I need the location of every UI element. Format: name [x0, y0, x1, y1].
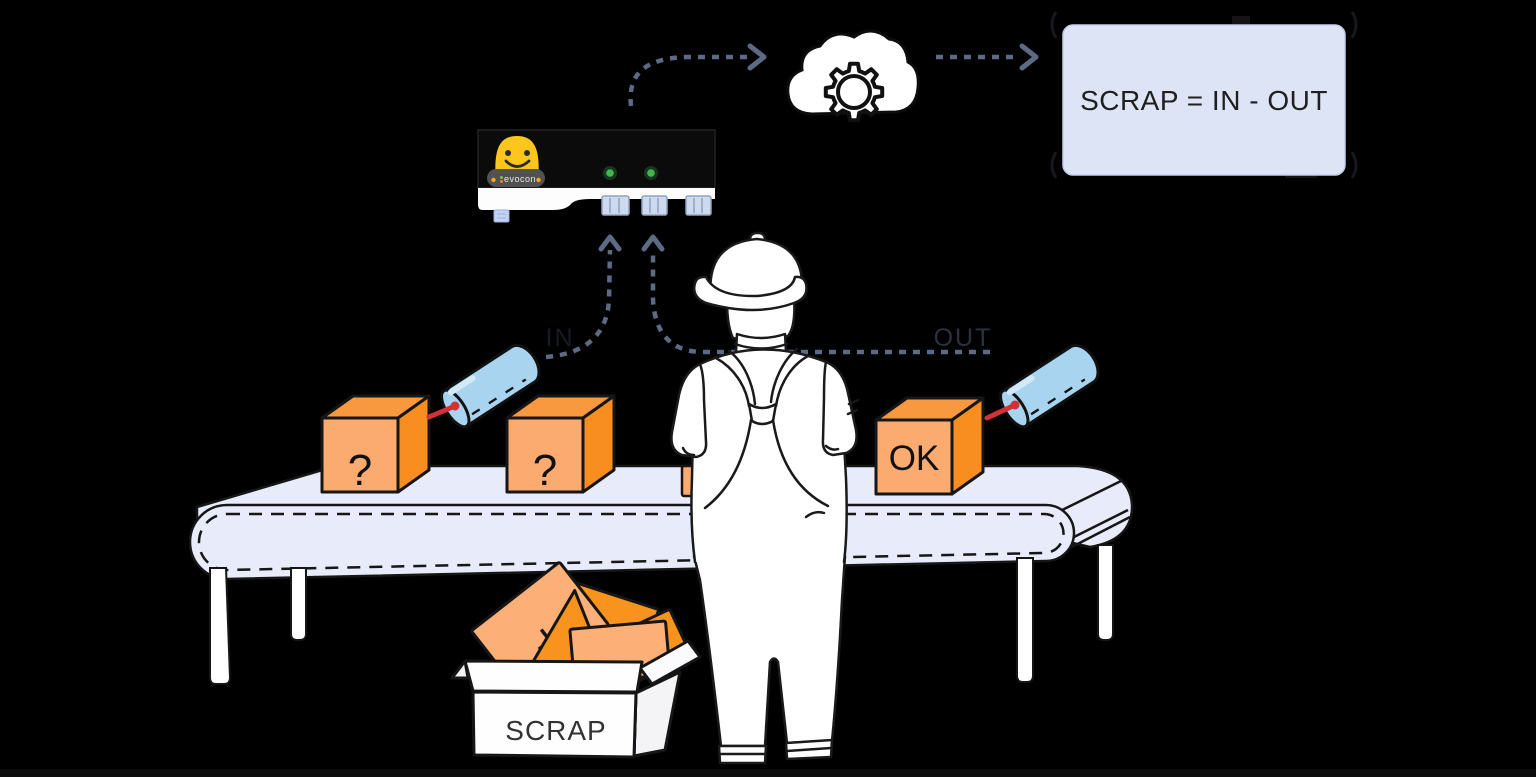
scrap-label: SCRAP: [505, 715, 606, 746]
evocon-mascot-icon: evocon: [487, 136, 545, 187]
laser-beam-in: [426, 401, 460, 420]
conveyor-legs: [209, 544, 1114, 685]
hard-hat: [692, 231, 808, 312]
worker-left-arm: [670, 362, 708, 459]
device-ports: [601, 195, 712, 216]
cardboard-box: [450, 639, 702, 759]
scrap-box: SCRAP: [450, 561, 702, 759]
arrowhead-icon: [641, 234, 665, 252]
box-out-ok: OK: [874, 396, 985, 496]
worker-right-arm: [821, 360, 858, 457]
laser-beam-out: [984, 400, 1020, 421]
trouser-cuffs: [717, 738, 834, 765]
device-base: [478, 188, 715, 210]
tv-screen: SCRAP = IN - OUT: [1050, 11, 1358, 179]
screen-panel: [1062, 24, 1346, 176]
worker-legs: [692, 554, 847, 748]
arrowhead-icon: [747, 43, 767, 71]
box-in-2: ?: [505, 394, 616, 495]
arrow-device-to-cloud: [628, 54, 752, 107]
box-mark: OK: [889, 439, 940, 478]
device-tab: [493, 209, 510, 223]
arrowhead-icon: [598, 234, 622, 252]
sensor-out: [999, 343, 1100, 429]
formula-text: SCRAP = IN - OUT: [1080, 85, 1328, 116]
floor-strip: [0, 769, 1536, 777]
conveyor-band: [188, 503, 1076, 581]
gear-icon: [823, 61, 885, 123]
label-out: OUT: [934, 324, 993, 352]
screen-motion-marks: [1050, 11, 1358, 179]
data-flow-arrows: [545, 43, 1039, 360]
arrow-sensor-out-to-device: [650, 250, 990, 355]
box-mark: ?: [533, 446, 557, 495]
worker-torso: [691, 349, 847, 562]
worker: [670, 231, 860, 765]
cloud-icon: [786, 29, 920, 123]
status-led-icon: [603, 166, 658, 180]
label-in: IN: [546, 324, 575, 352]
box-mark: ?: [348, 446, 372, 495]
screen-mount-top: [1232, 16, 1250, 24]
overall-straps: [681, 347, 860, 519]
box-in-1: ?: [320, 394, 431, 495]
device-brand: evocon: [504, 174, 536, 184]
counting-device: evocon: [477, 129, 716, 223]
arrowhead-icon: [1019, 43, 1039, 71]
